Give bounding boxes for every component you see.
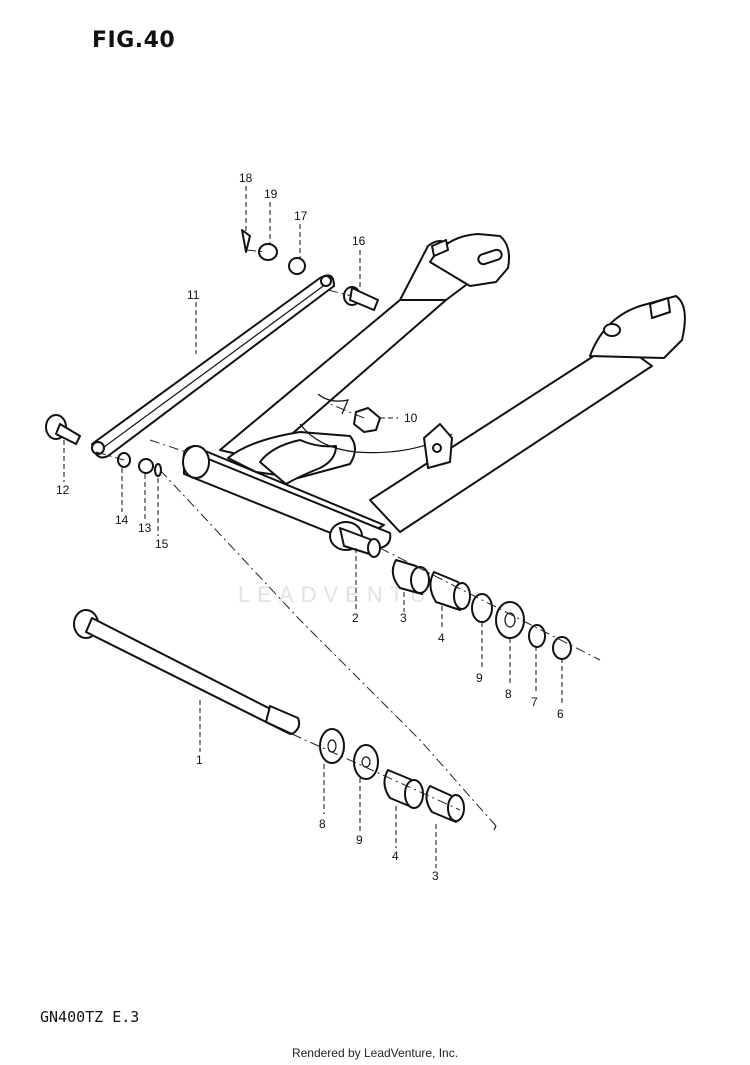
leader-lines (63, 186, 563, 868)
washer-9-lower[interactable] (353, 744, 379, 780)
torque-link[interactable] (91, 274, 335, 459)
bushing-3-upper[interactable] (391, 559, 430, 595)
spacer-4-lower[interactable] (383, 769, 424, 809)
seal-8-lower[interactable] (319, 728, 345, 764)
model-code: GN400TZ E.3 (40, 1008, 140, 1026)
callout-12: 12 (56, 483, 70, 497)
nut-19[interactable] (258, 243, 278, 261)
bolt-16[interactable] (343, 286, 379, 311)
callout-16: 16 (352, 234, 366, 248)
callout-8-lower: 8 (319, 817, 326, 831)
washer-7[interactable] (528, 624, 546, 648)
callout-1: 1 (196, 753, 203, 767)
callout-4-upper: 4 (438, 631, 445, 645)
callout-17: 17 (294, 209, 308, 223)
callout-15: 15 (155, 537, 169, 551)
bolt-12[interactable] (45, 414, 81, 445)
spacer-4-upper[interactable] (429, 571, 471, 611)
callout-6: 6 (557, 707, 564, 721)
callout-8-upper: 8 (505, 687, 512, 701)
callout-4-lower: 4 (392, 849, 399, 863)
callout-7: 7 (531, 695, 538, 709)
figure-title: FIG.40 (92, 28, 176, 53)
nut-10[interactable] (353, 407, 381, 433)
callout-14: 14 (115, 513, 129, 527)
callout-19: 19 (264, 187, 278, 201)
callout-9-lower: 9 (356, 833, 363, 847)
callout-9-upper: 9 (476, 671, 483, 685)
footer-credit: Rendered by LeadVenture, Inc. (291, 1046, 459, 1060)
callout-18: 18 (239, 171, 253, 185)
bushing-3-lower[interactable] (425, 785, 465, 823)
callout-3-lower: 3 (432, 869, 439, 883)
callout-11: 11 (187, 288, 200, 302)
callout-13: 13 (138, 521, 152, 535)
callout-3-upper: 3 (400, 611, 407, 625)
seal-8-upper[interactable] (495, 601, 525, 639)
pivot-shaft[interactable] (73, 609, 301, 735)
cotter-pin-18[interactable] (241, 229, 251, 253)
callout-10: 10 (404, 411, 418, 425)
callout-labels: 18 19 17 16 11 10 12 14 13 15 2 3 4 9 8 … (56, 171, 564, 883)
nut-13[interactable] (138, 458, 154, 474)
swingarm[interactable] (182, 233, 686, 558)
cotter-15[interactable] (154, 463, 162, 477)
callout-2: 2 (352, 611, 359, 625)
assembly-lines (95, 249, 601, 831)
washer-9-upper[interactable] (471, 593, 493, 623)
washer-17[interactable] (288, 257, 306, 275)
